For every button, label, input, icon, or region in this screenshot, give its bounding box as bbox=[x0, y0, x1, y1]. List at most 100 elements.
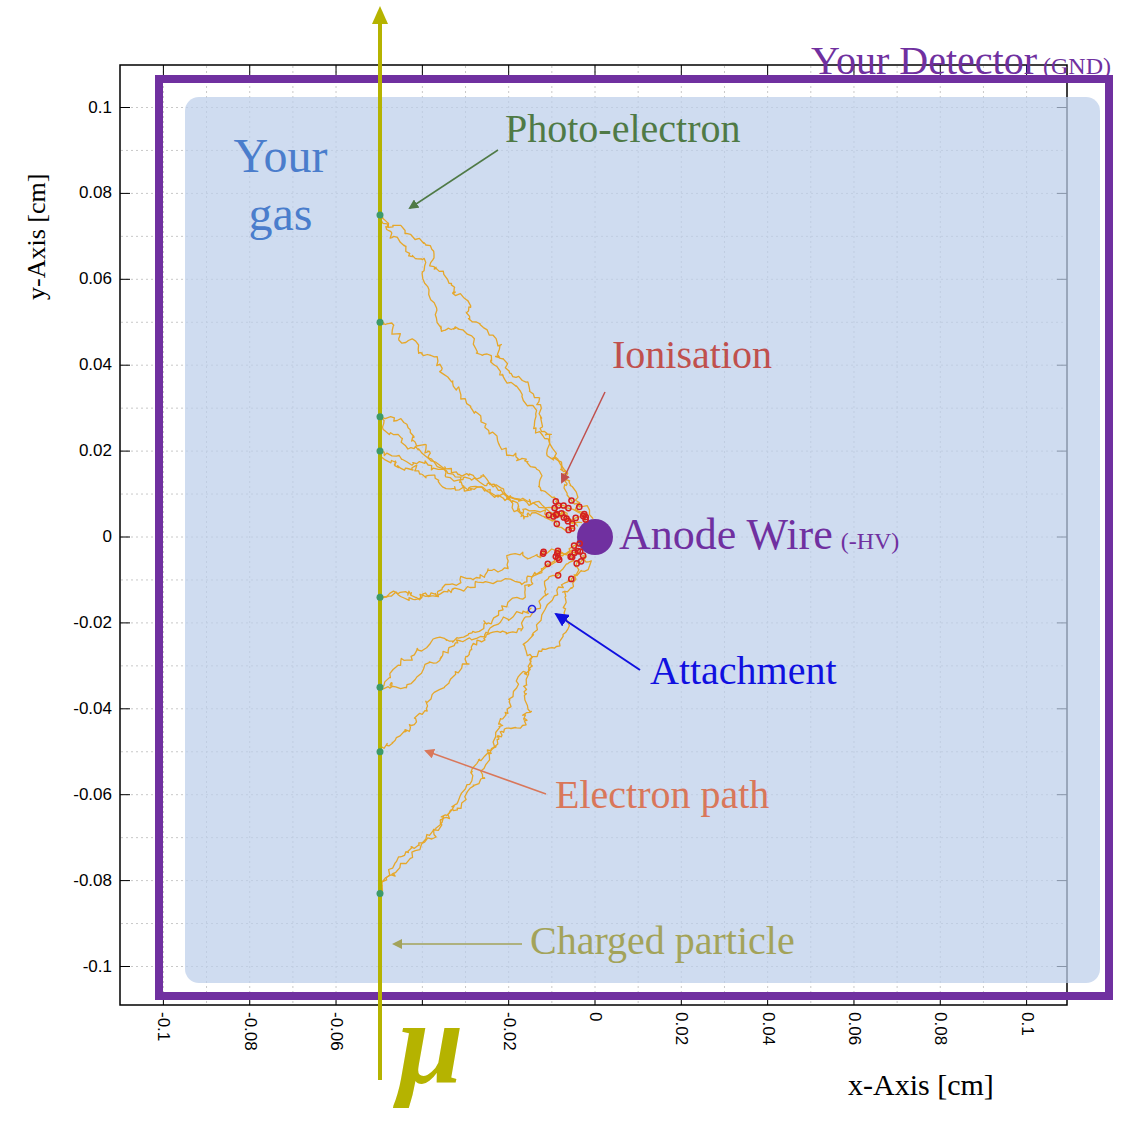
leader-line bbox=[562, 392, 605, 482]
label-anchor: Attachment bbox=[650, 648, 837, 694]
tick-mark bbox=[767, 65, 768, 75]
tick-mark bbox=[120, 880, 130, 881]
x-tick-label: 0 bbox=[586, 1012, 605, 1021]
gas-label: Your gas bbox=[234, 129, 328, 240]
electron-path bbox=[379, 215, 594, 519]
label-anchor: 0.1 bbox=[1017, 1012, 1037, 1036]
label-anchor: 0.06 bbox=[79, 269, 112, 289]
y-tick-label: -0.08 bbox=[73, 871, 112, 890]
y-tick-label: -0.04 bbox=[73, 699, 112, 718]
node-label-group: Your gas bbox=[213, 127, 348, 242]
x-tick-label: 0.08 bbox=[931, 1012, 950, 1045]
electron-path bbox=[380, 545, 577, 688]
tick-mark bbox=[120, 708, 130, 709]
label-anchor: 0 bbox=[585, 1012, 605, 1021]
y-tick-label: 0.04 bbox=[79, 355, 112, 374]
node-label-group: Your Detector(GND) bbox=[811, 41, 1111, 81]
x-tick-label: -0.08 bbox=[241, 1012, 260, 1051]
label-anchor: 0.1 bbox=[88, 98, 112, 118]
y-tick-label: 0.1 bbox=[88, 98, 112, 117]
grid-line bbox=[163, 66, 164, 1004]
electron-path bbox=[380, 451, 585, 521]
detector-potential: (GND) bbox=[1043, 53, 1111, 79]
ionisation-dot bbox=[561, 515, 566, 520]
anode-label: Anode Wire bbox=[619, 510, 833, 559]
electron-path bbox=[380, 608, 531, 689]
tick-mark bbox=[120, 794, 130, 795]
y-tick-label: -0.02 bbox=[73, 613, 112, 632]
label-anchor: 0.08 bbox=[79, 183, 112, 203]
tick-mark bbox=[508, 65, 509, 75]
muon-arrowhead bbox=[372, 6, 388, 24]
tick-mark bbox=[595, 65, 596, 75]
x-tick-label: 0.02 bbox=[672, 1012, 691, 1045]
label-anchor: 0 bbox=[103, 527, 112, 547]
detector-label: Your Detector bbox=[811, 38, 1037, 83]
x-tick-label: -0.1 bbox=[154, 1012, 173, 1041]
electron-paths bbox=[379, 215, 594, 894]
label-anchor: 0.02 bbox=[79, 441, 112, 461]
anode-potential: (-HV) bbox=[841, 528, 900, 554]
electron-path bbox=[380, 451, 578, 526]
ionisation-dot bbox=[566, 506, 571, 511]
x-tick-label: 0.04 bbox=[759, 1012, 778, 1045]
photo-electron-dots bbox=[377, 211, 589, 897]
label-anchor: 0.08 bbox=[930, 1012, 950, 1045]
x-tick-label: -0.06 bbox=[327, 1012, 346, 1051]
ionisation-dot bbox=[569, 498, 574, 503]
photo-electron-dot bbox=[377, 211, 384, 218]
label-anchor: 0.04 bbox=[758, 1012, 778, 1045]
callout-label: Charged particle bbox=[530, 918, 795, 963]
ionisation-dot bbox=[541, 551, 546, 556]
electron-path bbox=[379, 417, 575, 530]
callout-label: Electron path bbox=[555, 772, 769, 817]
muon-track bbox=[378, 22, 382, 1080]
ionisation-dot bbox=[577, 541, 582, 546]
label-anchor: x-Axis [cm] bbox=[848, 1068, 994, 1103]
tick-mark bbox=[249, 65, 250, 75]
tick-mark bbox=[120, 537, 130, 538]
label-anchor: Charged particle bbox=[530, 918, 795, 964]
x-tick-label: -0.02 bbox=[500, 1012, 519, 1051]
tick-mark bbox=[120, 193, 130, 194]
callout-label: Photo-electron bbox=[505, 106, 741, 151]
y-tick-label: 0.06 bbox=[79, 269, 112, 288]
callout-label: Ionisation bbox=[612, 332, 772, 377]
leader-line bbox=[394, 943, 522, 945]
attachment-dot bbox=[529, 606, 536, 613]
x-tick-label: 0.1 bbox=[1018, 1012, 1037, 1036]
tick-mark bbox=[120, 365, 130, 366]
label-anchor: -0.06 bbox=[73, 785, 112, 805]
ionisation-dot bbox=[568, 554, 573, 559]
photo-electron-dot bbox=[377, 413, 384, 420]
photo-electron-dot bbox=[377, 594, 384, 601]
ionisation-dot bbox=[551, 514, 556, 519]
tick-mark bbox=[120, 622, 130, 623]
electron-path bbox=[379, 215, 586, 520]
node-label-group: Anode Wire (-HV) bbox=[619, 513, 899, 557]
y-tick-label: 0.02 bbox=[79, 441, 112, 460]
label-anchor: 0.04 bbox=[79, 355, 112, 375]
ionisation-dot bbox=[556, 573, 561, 578]
axis-title: x-Axis [cm] bbox=[848, 1068, 994, 1101]
ionisation-dot bbox=[557, 557, 562, 562]
label-anchor: -0.04 bbox=[73, 699, 112, 719]
label-anchor: Photo-electron bbox=[505, 106, 741, 152]
leader-line bbox=[426, 751, 546, 794]
y-tick-label: 0.08 bbox=[79, 183, 112, 202]
photo-electron-dot bbox=[377, 890, 384, 897]
tick-mark bbox=[163, 65, 164, 75]
photo-electron-dot bbox=[377, 748, 384, 755]
tick-mark bbox=[120, 451, 130, 452]
x-tick-label: 0.06 bbox=[845, 1012, 864, 1045]
ionisation-dot bbox=[572, 543, 577, 548]
tick-mark bbox=[422, 65, 423, 75]
photo-electron-dot bbox=[377, 448, 384, 455]
label-anchor: -0.06 bbox=[326, 1012, 346, 1051]
callout-label: Attachment bbox=[650, 648, 837, 693]
tick-mark bbox=[120, 279, 130, 280]
muon-symbol: μ bbox=[398, 978, 464, 1109]
tick-mark bbox=[681, 65, 682, 75]
gas-region: Your gasAnode Wire (-HV) bbox=[185, 97, 1100, 983]
axis-title: y-Axis [cm] bbox=[22, 174, 51, 300]
